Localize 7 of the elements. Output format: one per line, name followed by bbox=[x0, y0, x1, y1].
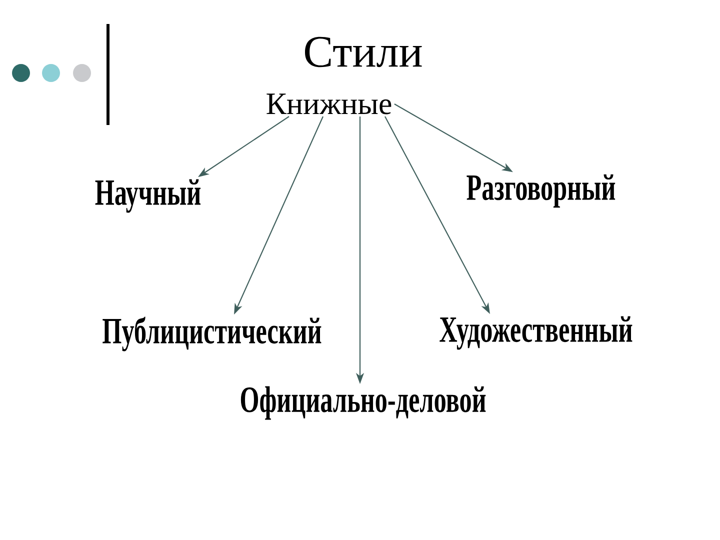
style-label: Публицистический bbox=[102, 316, 322, 352]
category-label: Книжные bbox=[266, 94, 392, 114]
style-label: Художественный bbox=[440, 316, 632, 350]
style-label: Официально-деловой bbox=[240, 386, 486, 420]
title: Стили bbox=[305, 36, 422, 68]
style-label: Научный bbox=[95, 179, 200, 213]
style-label: Разговорный bbox=[466, 174, 616, 208]
